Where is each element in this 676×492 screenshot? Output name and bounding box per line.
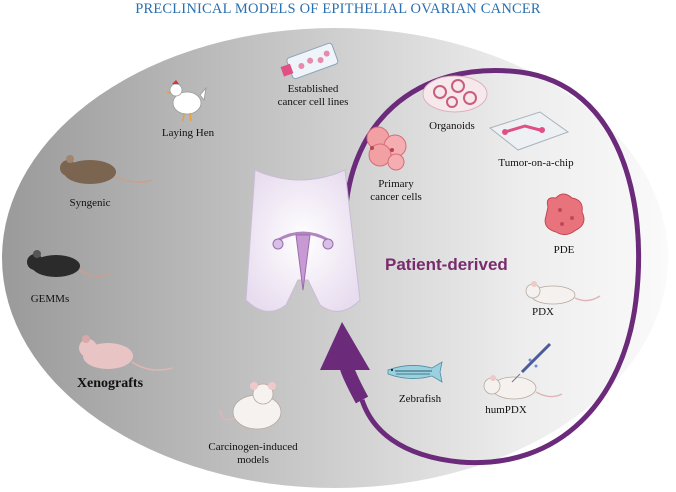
label-xenografts: Xenografts bbox=[76, 376, 144, 391]
pdx-mouse-icon bbox=[525, 281, 601, 305]
label-established: Established cancer cell lines bbox=[278, 83, 349, 109]
label-primary-line1: Primary bbox=[378, 178, 414, 190]
mouse-icon bbox=[60, 155, 153, 184]
label-patient-derived: Patient-derived bbox=[385, 255, 508, 274]
label-carcinogen-line2: models bbox=[237, 454, 269, 466]
label-established-line2: cancer cell lines bbox=[277, 96, 349, 108]
label-syngenic: Syngenic bbox=[69, 197, 111, 209]
label-humpdx: humPDX bbox=[485, 404, 527, 416]
label-primary-line2: cancer cells bbox=[370, 191, 422, 203]
nude-mouse-icon bbox=[79, 335, 173, 371]
label-pdx: PDX bbox=[531, 306, 555, 318]
chip-icon bbox=[488, 111, 570, 151]
label-laying-hen: Laying Hen bbox=[161, 127, 215, 139]
arrowhead-icon bbox=[320, 322, 370, 370]
label-established-line1: Established bbox=[287, 83, 339, 95]
zebrafish-icon bbox=[387, 361, 443, 383]
label-zebrafish: Zebrafish bbox=[398, 393, 442, 405]
pde-tissue-icon bbox=[544, 193, 585, 236]
label-pde: PDE bbox=[553, 244, 575, 256]
cell-culture-flask-icon bbox=[280, 42, 339, 80]
female-pelvis-icon bbox=[245, 169, 361, 312]
laying-hen-icon bbox=[166, 80, 207, 122]
humpdx-mouse-icon bbox=[483, 342, 563, 400]
label-organoids: Organoids bbox=[429, 120, 475, 132]
label-carcinogen: Carcinogen-induced models bbox=[208, 441, 297, 467]
primary-cells-icon bbox=[366, 126, 407, 171]
organoid-dish-icon bbox=[422, 75, 488, 113]
label-tumor-on-chip: Tumor-on-a-chip bbox=[498, 157, 574, 169]
white-rat-icon bbox=[219, 382, 282, 430]
label-primary-cells: Primary cancer cells bbox=[370, 178, 422, 204]
page-title: PRECLINICAL MODELS OF EPITHELIAL OVARIAN… bbox=[135, 1, 541, 17]
patient-derived-arc bbox=[342, 68, 642, 466]
label-carcinogen-line1: Carcinogen-induced bbox=[208, 441, 298, 453]
label-gemms: GEMMs bbox=[30, 293, 70, 305]
black-mouse-icon bbox=[27, 250, 111, 277]
